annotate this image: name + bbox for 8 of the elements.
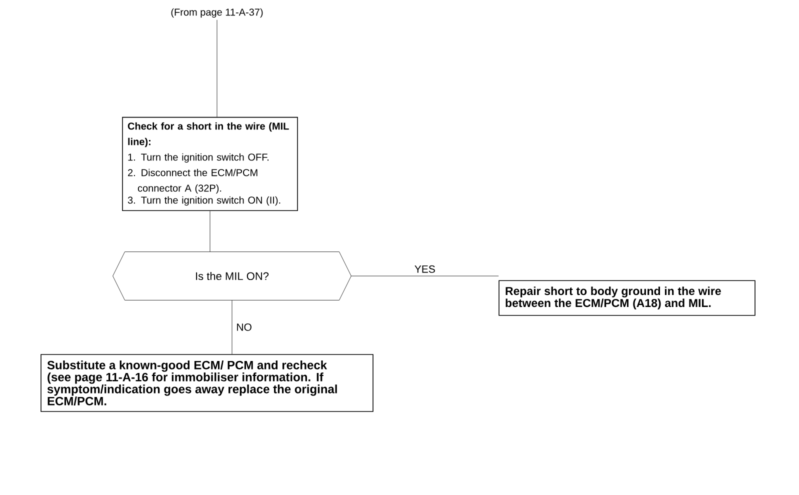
process-box: Check for a short in the wire (MIL line): 1. Turn the ignition switch OFF. 2. Disconnect the ECM/PCM connector A (32P). 3. Turn the ignition switch ON (II). — [122, 116, 298, 212]
edge-label: NO — [235, 322, 253, 332]
source-text: (From page 11-A-37) — [171, 8, 263, 18]
decision-hexagon: Is the MIL ON? — [112, 252, 352, 300]
process-box: Substitute a known-good ECM/ PCM and recheck (see page 11-A-16 for immobiliser information. If symptom/indication goes away replace the original ECM/PCM. — [40, 354, 374, 412]
connector-line — [216, 20, 218, 118]
process-box: Repair short to body ground in the wire between the ECM/PCM (A18) and MIL. — [498, 280, 756, 316]
edge-label: YES — [413, 264, 436, 274]
